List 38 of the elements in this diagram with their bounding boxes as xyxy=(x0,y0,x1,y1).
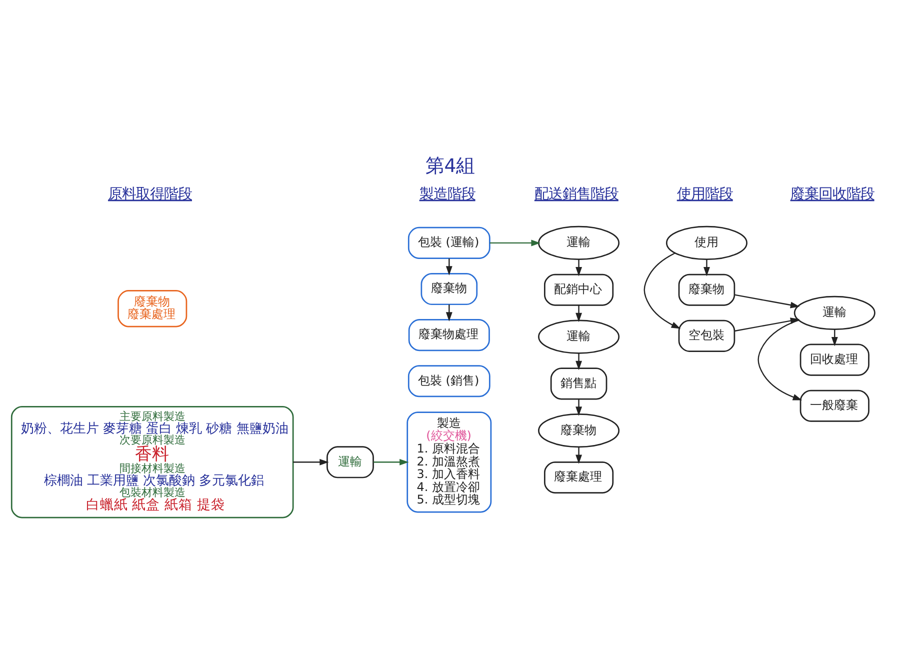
arrow xyxy=(576,258,582,276)
label: 使用階段 xyxy=(676,186,733,202)
arrow xyxy=(734,294,800,308)
node-box: 一般廢棄 xyxy=(800,389,870,422)
arrow xyxy=(644,252,681,328)
node-box: 廢棄處理 xyxy=(544,460,614,494)
arrow xyxy=(576,304,582,322)
node-box: 廢棄物 xyxy=(678,273,736,306)
node-box: 廢棄物處理 xyxy=(408,318,490,351)
node-box: 配銷中心 xyxy=(544,273,614,306)
arrow xyxy=(576,446,582,464)
diagram-title: 第4組 xyxy=(425,155,476,176)
label: 製造階段 xyxy=(419,186,476,202)
node-box: 主要原料製造 奶粉、花生片 麥芽糖 蛋白 煉乳 砂糖 無鹽奶油 次要原料製造 香料 間接材料製造 棕櫚油 工業用鹽 次氯酸鈉 多元氯化鋁 包裝材料製造 白蠟紙 紙盒 紙箱 提袋 xyxy=(10,406,294,518)
label: 廢棄回收階段 xyxy=(790,186,874,202)
node-box: 銷售點 xyxy=(550,367,608,400)
arrow xyxy=(293,458,329,465)
arrow xyxy=(490,239,540,246)
arrow xyxy=(758,319,802,400)
label: 配送銷售階段 xyxy=(534,186,618,202)
node-ellipse: 廢棄物 xyxy=(538,413,620,448)
node-ellipse: 運輸 xyxy=(794,295,876,330)
node-ellipse: 運輸 xyxy=(538,319,620,354)
arrow xyxy=(703,258,710,276)
node-box: 廢棄物 廢棄處理 xyxy=(118,290,188,327)
node-ellipse: 運輸 xyxy=(538,225,620,260)
arrow xyxy=(373,458,409,465)
node-box: 包裝 (運輸) xyxy=(408,226,490,258)
node-box: 包裝 (銷售) xyxy=(408,364,490,397)
label: 原料取得階段 xyxy=(108,186,192,202)
node-box: 製造 (絞交機) 1. 原料混合 2. 加溫熬煮 3. 加入香料 4. 放置冷卻 5. 成型切塊 xyxy=(406,411,492,512)
node-box: 回收處理 xyxy=(800,343,870,376)
arrow xyxy=(576,352,582,370)
node-box: 廢棄物 xyxy=(420,272,478,305)
node-ellipse: 使用 xyxy=(666,225,748,260)
node-box: 運輸 xyxy=(326,446,374,478)
arrow xyxy=(576,398,582,416)
node-box: 空包裝 xyxy=(678,319,736,352)
